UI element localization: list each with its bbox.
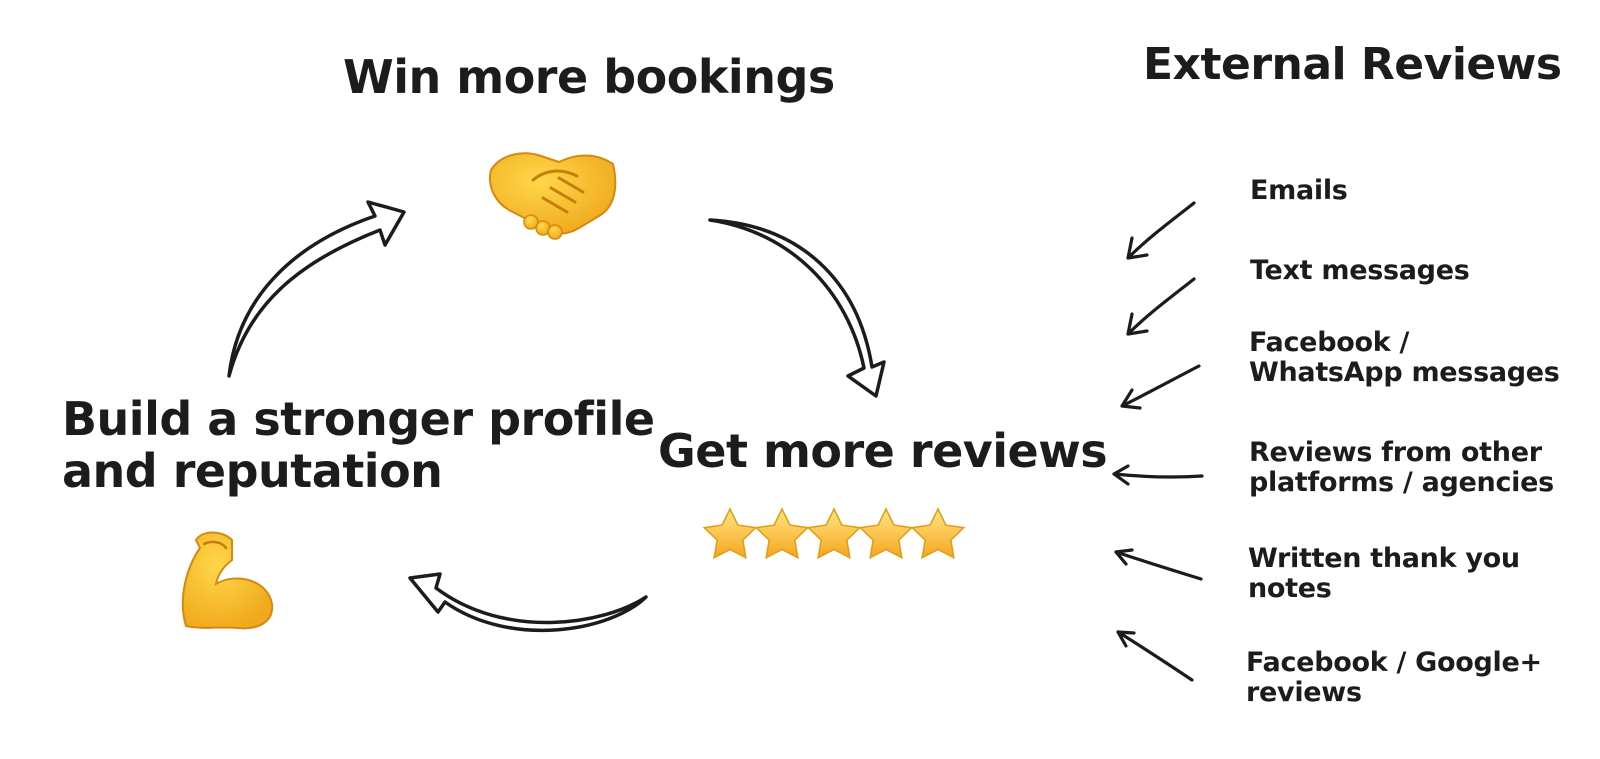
label-build-profile-line2: and reputation [62,443,443,498]
label-build-profile-line1: Build a stronger profile [62,392,655,446]
label-get-more-reviews: Get more reviews [658,424,1108,478]
arrow-to-bookings [227,200,406,378]
source-item: Written thank you notes [1248,543,1520,605]
source-item: Facebook / WhatsApp messages [1249,327,1560,389]
source-item: Text messages [1250,255,1470,286]
source-arrow-5 [1114,548,1203,581]
source-arrow-1 [1126,201,1196,260]
source-arrow-6 [1116,630,1194,682]
source-label-line1: Written thank you [1248,543,1520,574]
source-label-line1: Facebook / Google+ [1246,647,1542,678]
source-label-line1: Facebook / [1249,327,1410,358]
source-label: Text messages [1250,255,1470,286]
source-label-line2: WhatsApp messages [1249,357,1560,389]
source-label-line1: Reviews from other [1249,437,1542,468]
source-label: Emails [1250,175,1348,206]
source-arrow-2 [1126,277,1196,336]
source-label-line2: notes [1248,573,1332,605]
source-arrow-3 [1120,364,1201,410]
external-reviews-heading: External Reviews [1143,39,1562,90]
source-item: Emails [1250,175,1348,206]
label-build-profile: Build a stronger profile and reputation [62,392,655,498]
label-win-more-bookings: Win more bookings [343,50,835,104]
source-item: Facebook / Google+ reviews [1246,647,1542,709]
source-label-line2: reviews [1246,677,1362,709]
arrow-to-profile [408,572,648,633]
source-arrow-4 [1112,464,1204,486]
source-item: Reviews from other platforms / agencies [1249,437,1554,499]
arrow-to-reviews [708,218,886,398]
five-stars-icon [703,508,965,559]
flexed-biceps-icon [181,531,274,630]
source-label-line2: platforms / agencies [1249,467,1554,499]
handshake-icon [489,152,617,240]
